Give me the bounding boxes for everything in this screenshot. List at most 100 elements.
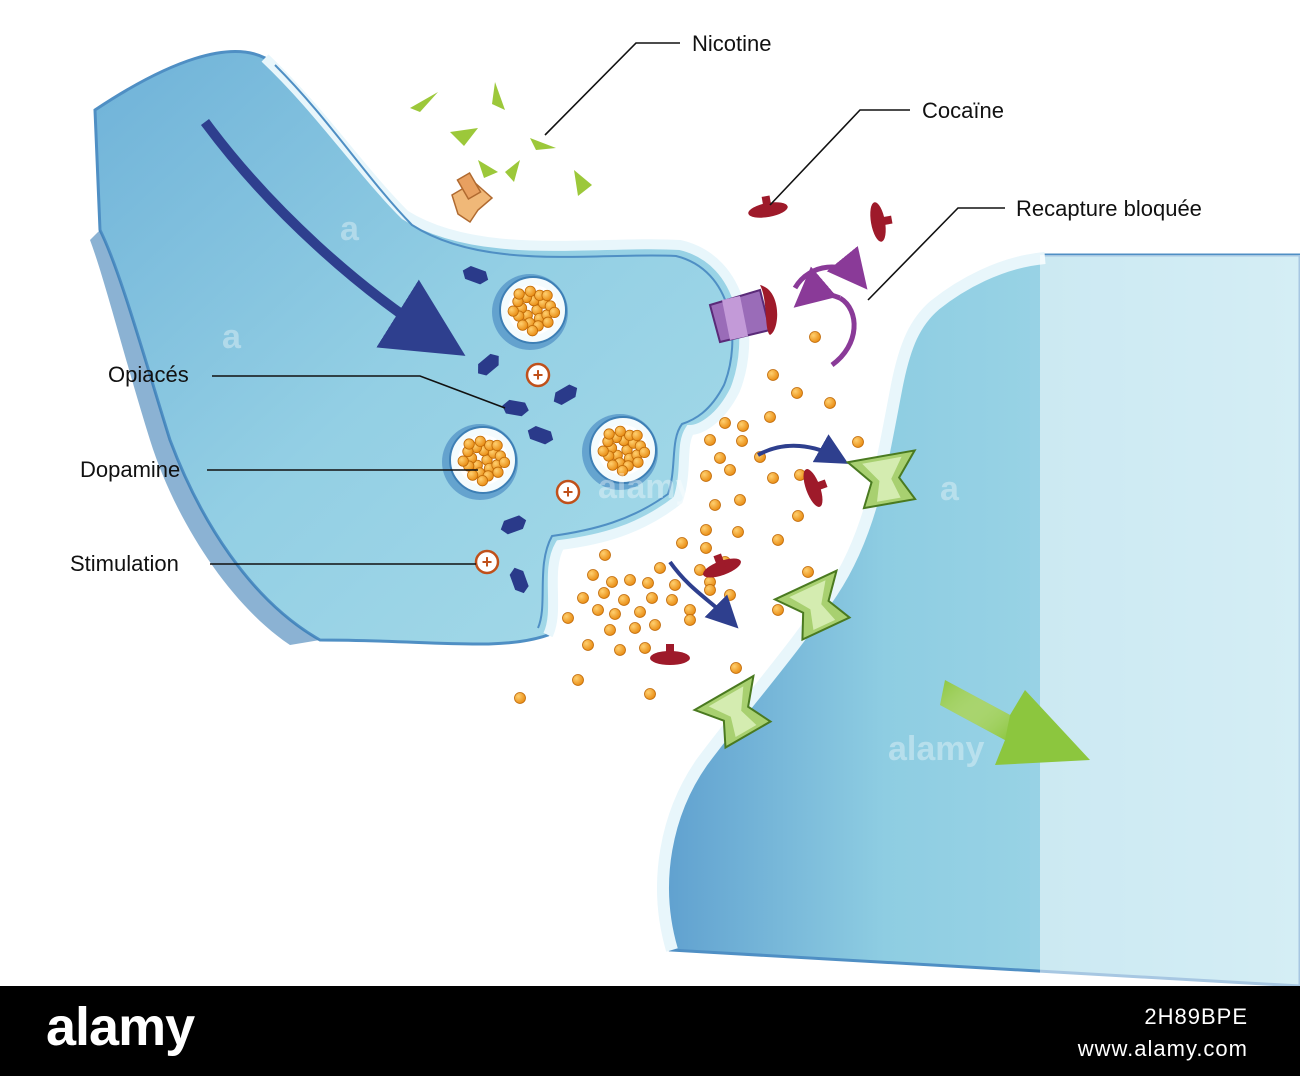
footer-site: www.alamy.com: [1077, 1036, 1248, 1061]
presynaptic-neuron: [90, 50, 750, 646]
opiate-molecules: [462, 266, 578, 594]
watermark-left: a: [222, 318, 242, 356]
dopamine-molecule: [614, 425, 626, 437]
dopamine-molecule: [491, 439, 503, 452]
stimulation-signs: + + +: [474, 362, 581, 575]
plus-circle-ring: [474, 549, 500, 575]
vesicle: [492, 274, 568, 350]
dopamine-molecule: [809, 331, 821, 343]
dopamine-molecule: [599, 549, 611, 561]
dopamine-molecule: [492, 466, 504, 478]
cocaine-molecule: [650, 644, 690, 665]
nicotine-receptor: [451, 171, 494, 224]
nicotine-molecule: [505, 160, 520, 182]
dopamine-molecule: [577, 592, 589, 604]
dopamine-molecule: [772, 604, 784, 616]
dopamine-molecule: [606, 576, 618, 588]
cocaine-stem: [877, 215, 893, 226]
labels: Nicotine Cocaïne Recapture bloquée Opiac…: [70, 31, 1202, 576]
dopamine-molecule: [734, 494, 746, 506]
dopamine-receptors: [692, 449, 917, 750]
nicotine-molecule: [410, 92, 438, 112]
dopamine-molecule: [598, 587, 610, 599]
footer-image-id: 2H89BPE: [1144, 1004, 1248, 1029]
dopamine-molecule: [669, 579, 681, 591]
dopamine-molecule: [852, 436, 864, 448]
dopamine-molecule: [524, 285, 536, 297]
nicotine-molecule: [530, 138, 556, 150]
dopamine-molecule: [644, 688, 656, 700]
cocaine-molecule: [870, 202, 893, 242]
dopamine-molecule: [607, 459, 619, 471]
dopamine-molecule: [767, 472, 779, 484]
watermarks: a a alamy alamy a: [222, 210, 984, 768]
watermark-receptor: a: [940, 470, 960, 508]
dopamine-molecule: [719, 417, 731, 429]
watermark-center: alamy: [598, 468, 694, 506]
dopamine-molecule: [603, 428, 615, 440]
label-stimulation: Stimulation: [70, 551, 179, 576]
dopamine-molecule: [618, 594, 630, 606]
plus-circle-icon: +: [555, 479, 581, 505]
dopamine-molecule: [700, 542, 712, 554]
dopamine-molecule: [517, 319, 529, 331]
opiate-molecule: [553, 384, 578, 406]
dopamine-molecule: [704, 434, 716, 446]
dopamine-molecule: [463, 438, 475, 450]
dopamine-molecule: [514, 692, 526, 704]
dopamine-molecule: [498, 456, 511, 469]
reuptake-cycle-arrows-icon: [792, 245, 868, 368]
dopamine-receptor: [692, 674, 773, 750]
dopamine-molecule: [724, 589, 736, 601]
watermark-top: a: [340, 210, 360, 248]
dopamine-molecule: [767, 369, 779, 381]
dopamine-molecule: [792, 510, 804, 522]
dopamine-molecule: [582, 639, 594, 651]
dopamine-molecule: [507, 305, 519, 317]
dopamine-receptor: [772, 568, 852, 642]
dopamine-molecule: [676, 537, 688, 549]
dopamine-molecule: [467, 469, 479, 481]
plus-circle-ring: [525, 362, 551, 388]
receptor-highlight: [862, 456, 902, 502]
cocaine-molecules: [650, 195, 893, 665]
label-recapture: Recapture bloquée: [1016, 196, 1202, 221]
postsynaptic-membrane: [657, 252, 1046, 952]
dopamine-molecule: [700, 524, 712, 536]
dopamine-molecule: [714, 452, 726, 464]
dopamine-molecule: [587, 569, 599, 581]
dopamine-molecule: [614, 644, 626, 656]
dopamine-molecule: [684, 614, 696, 626]
opiate-molecule: [478, 353, 499, 376]
nicotine-molecules: [410, 82, 592, 196]
watermark-right: alamy: [888, 730, 984, 768]
dopamine-molecule: [642, 577, 654, 589]
dopamine-molecule: [632, 456, 644, 468]
dopamine-molecule: [548, 306, 561, 319]
dopamine-molecule: [624, 574, 636, 586]
dopamine-molecule: [791, 387, 803, 399]
opiate-molecule: [500, 515, 527, 535]
cocaine-molecule: [803, 469, 828, 507]
nicotine-molecule: [574, 170, 592, 196]
dopamine-molecule: [736, 435, 748, 447]
opiate-molecule: [462, 266, 489, 285]
plus-circle-icon: +: [525, 362, 551, 388]
dopamine-molecule: [634, 606, 646, 618]
postsynaptic-fade: [1040, 255, 1300, 986]
leader-recapture: [867, 207, 1005, 301]
dopamine-molecule: [730, 662, 742, 674]
cocaine-molecule: [748, 195, 788, 218]
dopamine-molecule: [639, 642, 651, 654]
plus-sign: +: [533, 365, 544, 385]
dopamine-molecule: [572, 674, 584, 686]
presynaptic-inner-edge: [274, 64, 734, 629]
dopamine-molecules: [514, 331, 864, 704]
plus-circle-ring: [555, 479, 581, 505]
plus-sign: +: [563, 482, 574, 502]
nicotine-molecule: [492, 82, 505, 110]
nicotine-molecule: [478, 160, 498, 178]
cleft-flow-arrows: [668, 434, 849, 629]
plus-circle-icon: +: [474, 549, 500, 575]
presynaptic-dark-wall: [90, 230, 320, 645]
